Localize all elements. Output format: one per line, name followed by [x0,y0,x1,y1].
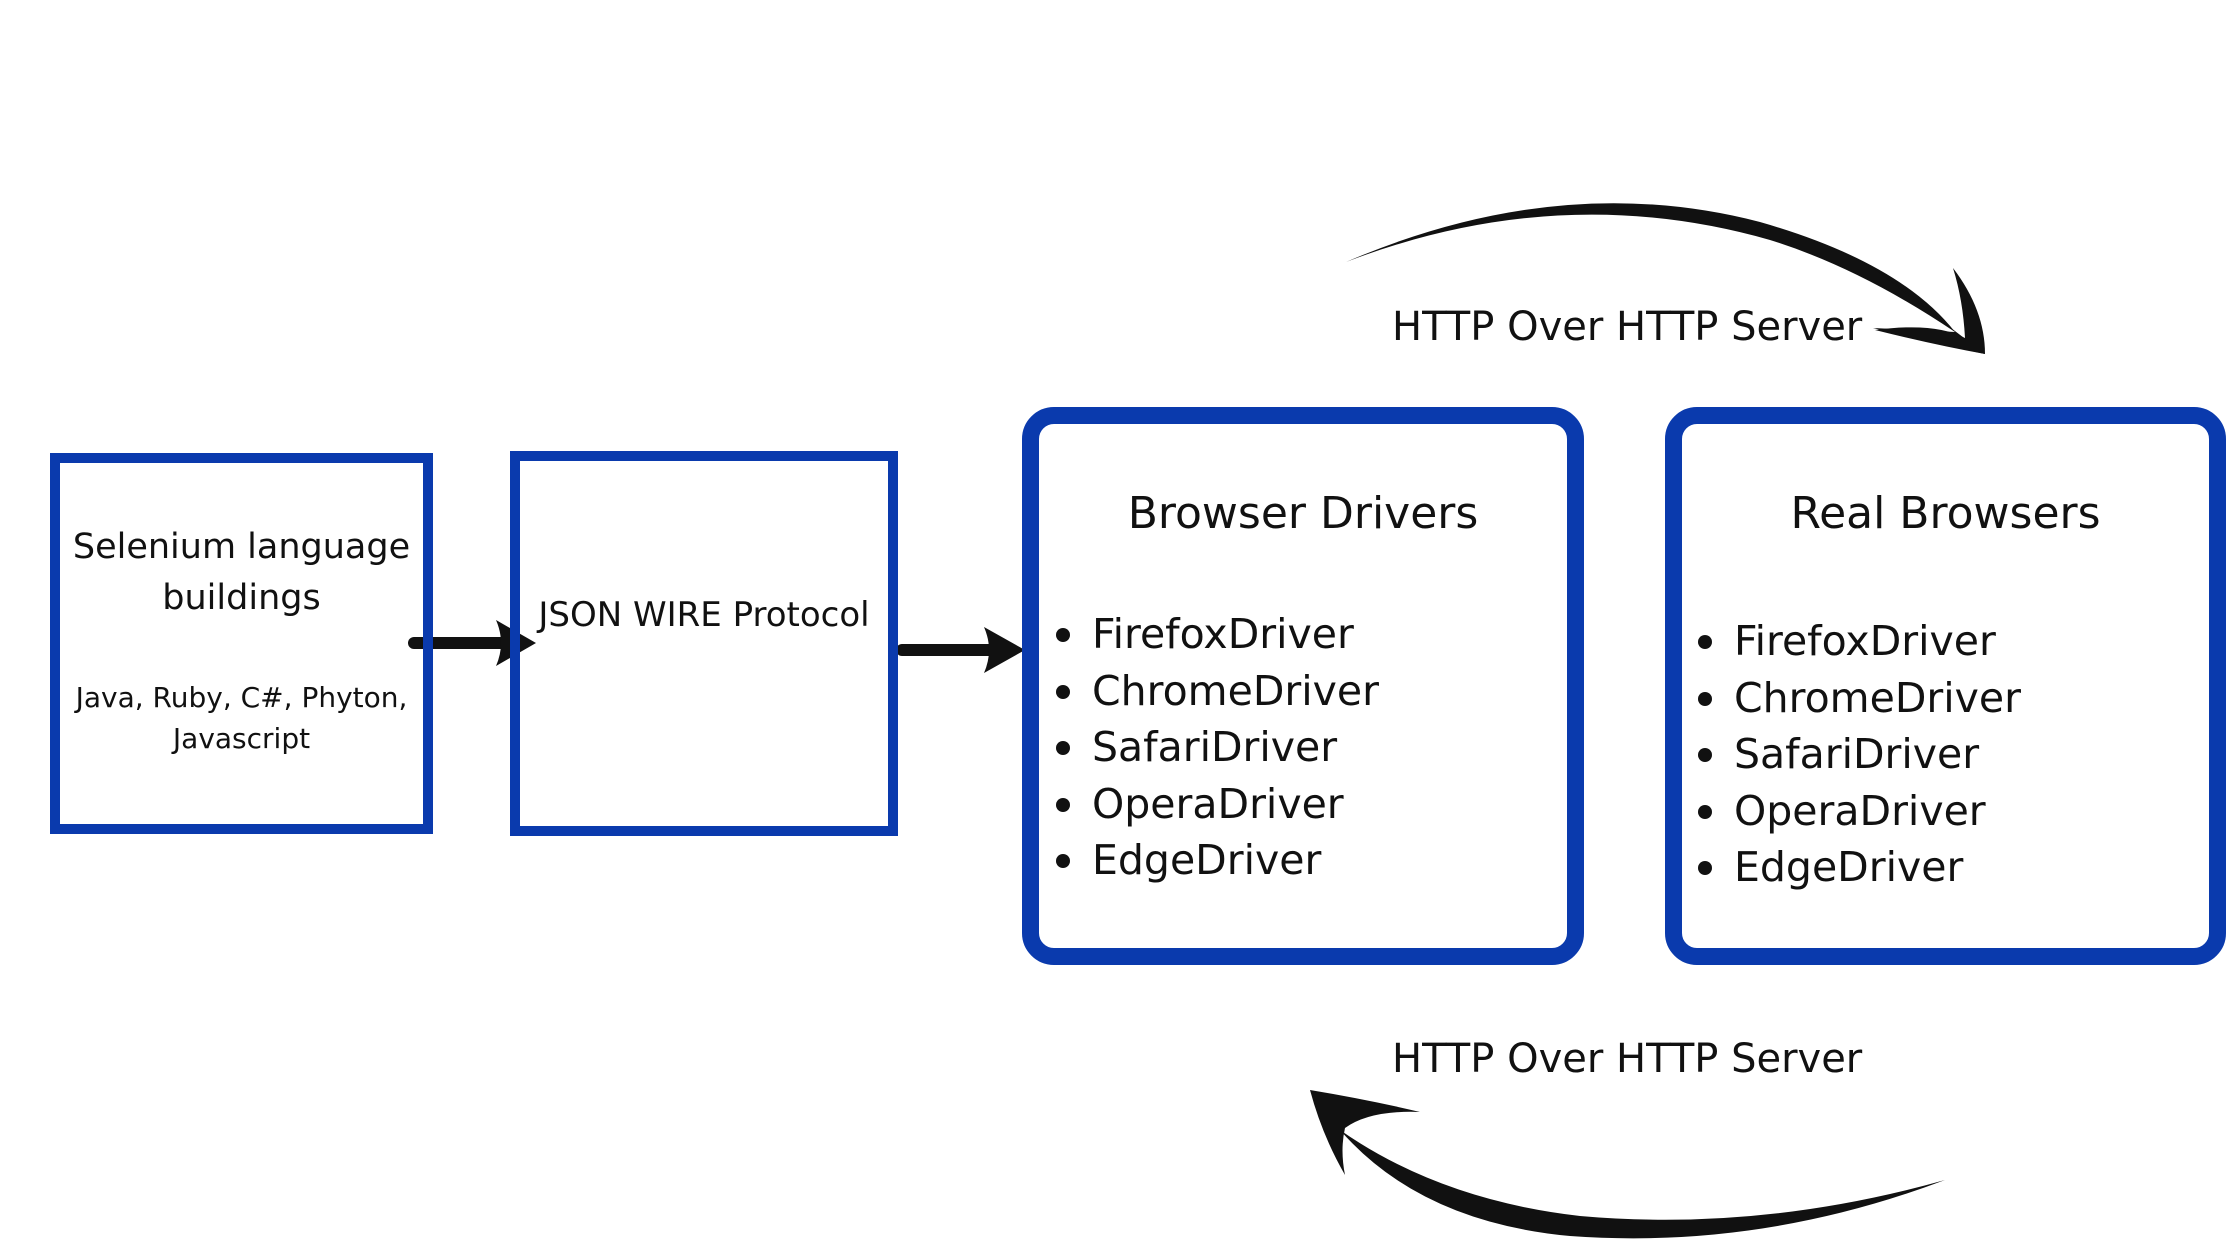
http-label-bottom: HTTP Over HTTP Server [1392,1036,1863,1082]
list-item: ChromeDriver [1698,670,2021,727]
list-item: OperaDriver [1056,776,1379,833]
browser-drivers-list: FirefoxDriver ChromeDriver SafariDriver … [1056,606,1379,889]
arrow-protocol-to-drivers [896,627,1025,673]
list-item: FirefoxDriver [1056,606,1379,663]
list-item: SafariDriver [1056,719,1379,776]
browser-drivers-title: Browser Drivers [1127,488,1479,539]
json-wire-protocol-title: JSON WIRE Protocol [538,595,870,635]
list-item: OperaDriver [1698,783,2021,840]
list-item: ChromeDriver [1056,663,1379,720]
real-browsers-title: Real Browsers [1790,488,2101,539]
list-item: SafariDriver [1698,726,2021,783]
language-bindings-languages: Java, Ruby, C#, Phyton, Javascript [75,681,408,755]
browser-drivers-box [1022,407,1584,965]
real-browsers-list: FirefoxDriver ChromeDriver SafariDriver … [1698,613,2021,896]
http-label-top: HTTP Over HTTP Server [1392,304,1863,350]
curved-arrow-bottom [1310,1090,1945,1239]
real-browsers-box [1665,407,2226,965]
json-wire-protocol-box [510,451,898,836]
list-item: EdgeDriver [1056,832,1379,889]
language-bindings-box [50,453,433,834]
list-item: FirefoxDriver [1698,613,2021,670]
curved-arrow-top [1346,203,1985,354]
language-bindings-title: Selenium language buildings [72,527,411,618]
list-item: EdgeDriver [1698,839,2021,896]
